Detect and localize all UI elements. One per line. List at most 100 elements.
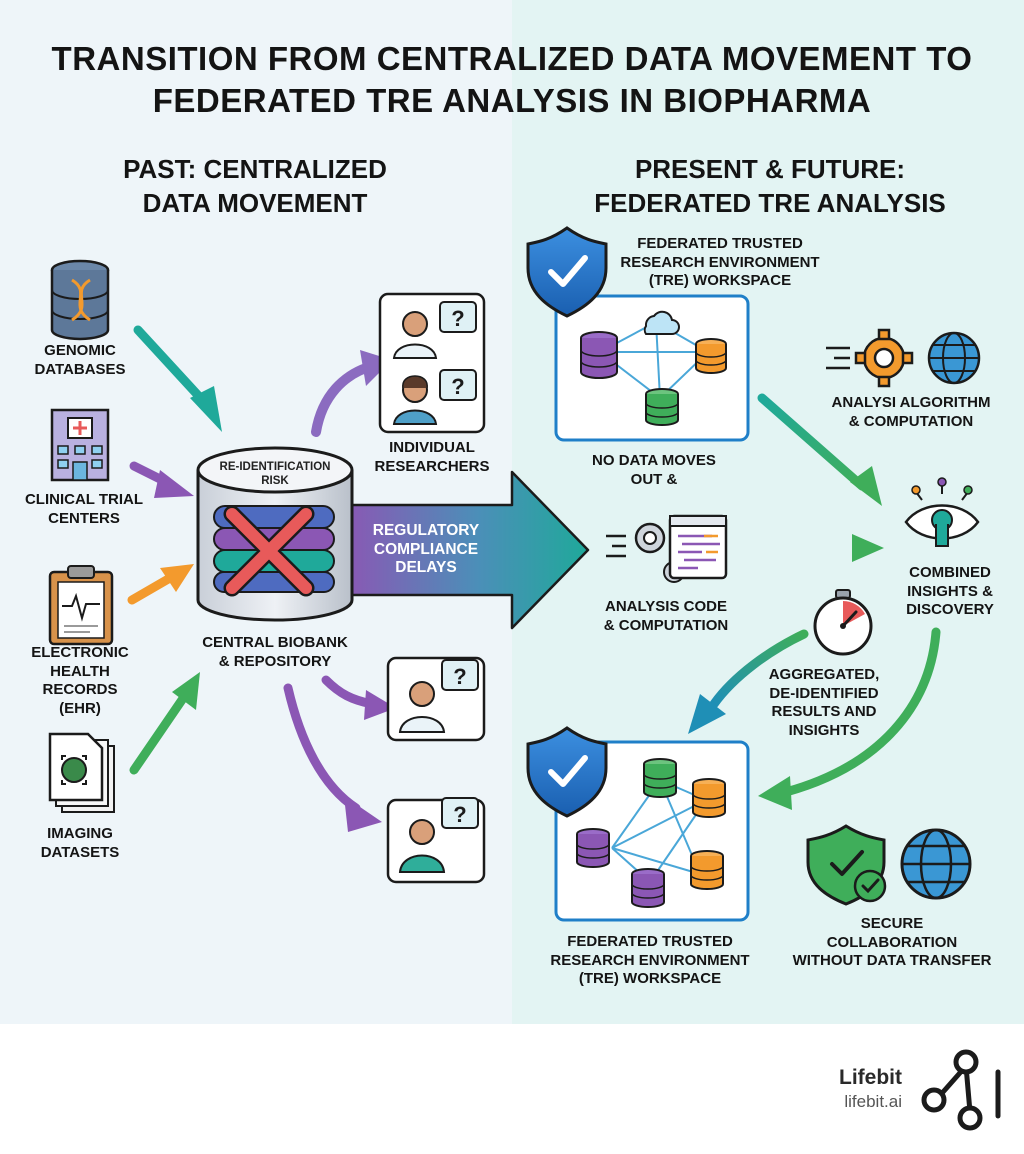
database-icon	[631, 868, 665, 908]
regulatory-band-arrow	[343, 470, 590, 630]
svg-text:?: ?	[453, 664, 466, 689]
shield-check-icon	[526, 726, 608, 818]
gear-icon	[826, 328, 914, 388]
label-line: ANALYSIS CODE	[605, 598, 727, 615]
label-line: RESEARCHERS	[374, 457, 490, 475]
label-line: REGULATORY	[372, 522, 480, 539]
source-arrow-genomic	[133, 325, 222, 432]
insight-eye-icon	[904, 477, 980, 547]
source-arrow-clinical	[129, 461, 194, 498]
database-icon	[580, 331, 618, 379]
arrow-to-researcher-bottom	[283, 683, 382, 832]
shield-check-icon	[526, 226, 608, 318]
label-line: RE-IDENTIFICATION	[219, 461, 331, 473]
label-line: IMAGING	[47, 825, 113, 842]
aggregated-results-label: AGGREGATED, DE-IDENTIFIED RESULTS AND IN…	[744, 666, 904, 740]
combined-insights-label: COMBINED INSIGHTS & DISCOVERY	[876, 564, 1024, 620]
regulatory-delays-label: REGULATORY COMPLIANCE DELAYS	[356, 522, 496, 578]
label-line: RESULTS AND	[771, 703, 877, 720]
individual-researchers-label: INDIVIDUAL RESEARCHERS	[362, 439, 502, 476]
globe-icon	[927, 331, 981, 385]
label-line: COMPLIANCE	[373, 540, 479, 558]
clipboard-icon	[48, 565, 114, 646]
database-icon	[695, 338, 727, 374]
arrow-to-researcher-mid	[321, 675, 396, 720]
genomic-label: GENOMIC DATABASES	[10, 342, 150, 379]
database-icon	[692, 778, 726, 818]
researcher-card-mid: ?	[386, 656, 486, 742]
label-line: WITHOUT DATA TRANSFER	[792, 952, 992, 969]
label-line: & COMPUTATION	[848, 412, 974, 430]
re-identification-risk-label: RE-IDENTIFICATION RISK	[204, 460, 346, 488]
label-line: AGGREGATED,	[768, 666, 880, 683]
arrow-algorithm-to-insights	[757, 393, 882, 506]
label-line: SECURE	[860, 915, 924, 932]
code-window-icon	[606, 514, 728, 583]
future-heading-line: PRESENT & FUTURE:	[634, 154, 906, 184]
label-line: CENTRAL BIOBANK	[202, 634, 348, 651]
database-icon	[690, 850, 724, 890]
stopwatch-icon	[813, 589, 873, 656]
imaging-icon	[48, 732, 115, 813]
label-line: OUT &	[630, 470, 678, 488]
footer	[0, 1024, 1024, 1154]
database-icon	[645, 388, 679, 426]
page-title: TRANSITION FROM CENTRALIZED DATA MOVEMEN…	[51, 40, 973, 119]
algorithm-label: ANALYSI ALGORITHM & COMPUTATION	[806, 394, 1016, 431]
ehr-label: ELECTRONIC HEALTH RECORDS (EHR)	[10, 644, 150, 718]
label-line: COLLABORATION	[826, 933, 958, 951]
shield-check-icon	[806, 824, 887, 906]
brand-url[interactable]: lifebit.ai	[844, 1092, 902, 1111]
label-line: & COMPUTATION	[603, 616, 729, 634]
imaging-label: IMAGING DATASETS	[10, 825, 150, 862]
label-line: & REPOSITORY	[218, 652, 332, 670]
lifebit-logo-icon	[921, 1049, 1001, 1131]
past-heading-line: DATA MOVEMENT	[142, 188, 368, 218]
label-line: HEALTH	[50, 662, 110, 680]
label-line: NO DATA MOVES	[592, 452, 716, 469]
label-line: (EHR)	[59, 699, 101, 717]
label-line: RESEARCH ENVIRONMENT	[550, 951, 750, 969]
arrow-code-to-insights	[743, 534, 884, 562]
analysis-code-label: ANALYSIS CODE & COMPUTATION	[586, 598, 746, 635]
label-line: (TRE) WORKSPACE	[648, 272, 792, 289]
database-icon	[50, 259, 110, 341]
label-line: RECORDS	[42, 681, 118, 698]
label-line: GENOMIC	[44, 342, 116, 359]
label-line: FEDERATED TRUSTED	[567, 933, 733, 950]
label-line: DATABASES	[34, 360, 126, 378]
hospital-icon	[50, 408, 110, 482]
label-line: ELECTRONIC	[31, 644, 129, 661]
arrow-insights-to-bottom-tre	[758, 627, 941, 810]
label-line: ANALYSI ALGORITHM	[831, 394, 991, 411]
past-heading-line: PAST: CENTRALIZED	[123, 154, 387, 184]
label-line: INSIGHTS &	[907, 582, 993, 600]
source-arrow-imaging	[129, 672, 200, 775]
future-heading: PRESENT & FUTURE: FEDERATED TRE ANALYSIS	[540, 152, 1000, 220]
label-line: FEDERATED TRUSTED	[637, 235, 803, 252]
label-line: RESEARCH ENVIRONMENT	[620, 253, 820, 271]
clinical-label: CLINICAL TRIAL CENTERS	[4, 491, 164, 528]
database-icon	[643, 758, 677, 798]
database-icon	[576, 828, 610, 868]
secure-collaboration-label: SECURE COLLABORATION WITHOUT DATA TRANSF…	[772, 915, 1012, 971]
tre-top-label: FEDERATED TRUSTED RESEARCH ENVIRONMENT (…	[600, 235, 840, 291]
future-heading-line: FEDERATED TRE ANALYSIS	[594, 188, 946, 218]
central-biobank-label: CENTRAL BIOBANK & REPOSITORY	[180, 634, 370, 671]
tre-bottom-label: FEDERATED TRUSTED RESEARCH ENVIRONMENT (…	[530, 933, 770, 989]
label-line: DE-IDENTIFIED	[769, 684, 879, 702]
svg-text:?: ?	[451, 306, 464, 331]
label-line: DISCOVERY	[906, 601, 994, 618]
source-arrow-ehr	[127, 564, 194, 605]
label-line: DATASETS	[40, 843, 120, 861]
label-line: INSIGHTS	[788, 721, 860, 739]
researcher-card-top: ? ?	[378, 292, 486, 434]
arrow-to-bottom-tre	[688, 629, 809, 734]
label-line: RISK	[261, 475, 289, 487]
svg-text:?: ?	[451, 374, 464, 399]
past-heading: PAST: CENTRALIZED DATA MOVEMENT	[40, 152, 470, 220]
label-line: DELAYS	[395, 559, 457, 576]
red-x-icon	[223, 505, 315, 597]
no-data-moves-label: NO DATA MOVES OUT &	[566, 452, 742, 489]
